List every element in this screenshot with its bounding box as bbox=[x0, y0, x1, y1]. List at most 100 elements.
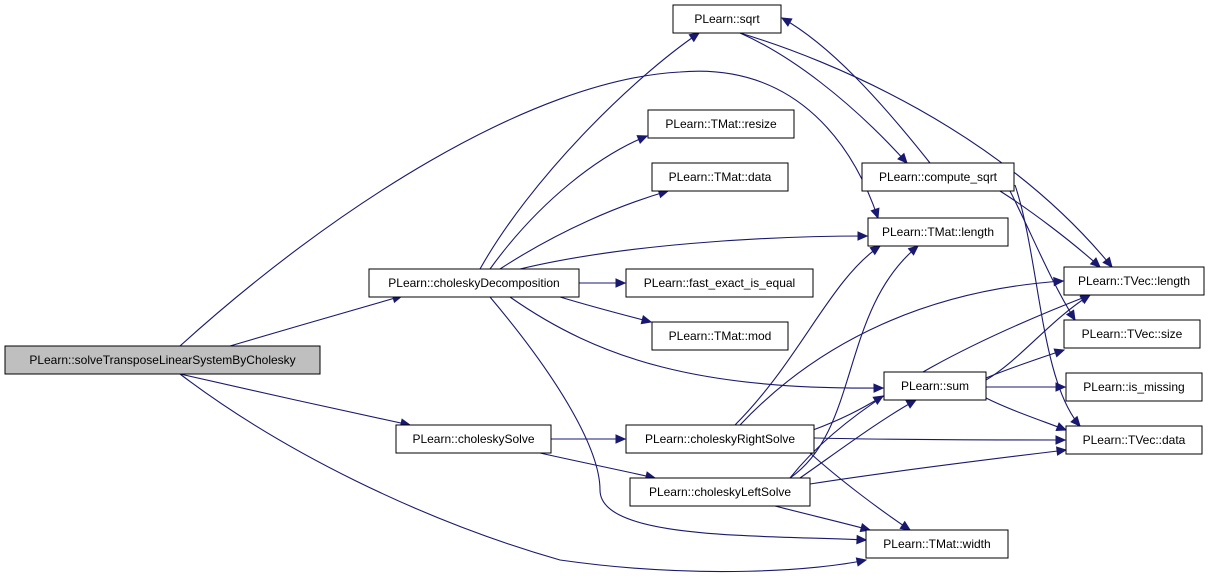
edge-cholesky-decomposition-to-sqrt bbox=[479, 32, 701, 270]
node-box[interactable] bbox=[672, 4, 782, 34]
edge-line bbox=[734, 245, 881, 426]
edge-line bbox=[739, 32, 908, 164]
edge-line bbox=[809, 452, 911, 531]
node-box[interactable] bbox=[629, 477, 811, 507]
edge-sqrt-to-tvec-length bbox=[739, 32, 1113, 268]
node-tmat-mod[interactable]: PLearn::TMat::mod bbox=[651, 321, 789, 351]
node-label: PLearn::choleskySolve bbox=[412, 432, 534, 446]
edge-compute-sqrt-to-sqrt bbox=[780, 17, 931, 164]
node-cholesky-decomposition[interactable]: PLearn::choleskyDecomposition bbox=[368, 268, 580, 298]
node-box[interactable] bbox=[865, 529, 1009, 559]
node-box[interactable] bbox=[861, 162, 1015, 192]
arrowhead-icon bbox=[1089, 257, 1101, 268]
edge-line bbox=[789, 245, 919, 479]
node-box[interactable] bbox=[4, 345, 321, 375]
node-is-missing[interactable]: PLearn::is_missing bbox=[1065, 372, 1203, 402]
node-compute-sqrt[interactable]: PLearn::compute_sqrt bbox=[861, 162, 1015, 192]
edge-cholesky-solve-to-cholesky-right-solve bbox=[551, 434, 627, 444]
edge-line bbox=[999, 190, 1101, 268]
node-box[interactable] bbox=[651, 162, 789, 192]
node-sum[interactable]: PLearn::sum bbox=[883, 371, 987, 401]
node-label: PLearn::sum bbox=[901, 379, 969, 393]
node-cholesky-left-solve[interactable]: PLearn::choleskyLeftSolve bbox=[629, 477, 811, 507]
edge-line bbox=[985, 397, 1067, 431]
node-box[interactable] bbox=[1065, 372, 1203, 402]
edge-cholesky-decomposition-to-tmat-length bbox=[519, 231, 869, 270]
edge-line bbox=[229, 295, 403, 347]
arrowhead-icon bbox=[615, 278, 627, 288]
node-tmat-resize[interactable]: PLearn::TMat::resize bbox=[647, 109, 795, 139]
node-box[interactable] bbox=[625, 424, 815, 454]
arrowhead-icon bbox=[780, 17, 793, 27]
edge-sum-to-tvec-length bbox=[985, 294, 1092, 381]
edge-cholesky-decomposition-to-fast-exact-is-equal bbox=[578, 278, 627, 288]
node-sqrt[interactable]: PLearn::sqrt bbox=[672, 4, 782, 34]
edge-line bbox=[799, 399, 917, 479]
node-label: PLearn::compute_sqrt bbox=[879, 170, 998, 184]
edge-line bbox=[489, 296, 867, 541]
node-root[interactable]: PLearn::solveTransposeLinearSystemByChol… bbox=[4, 345, 321, 375]
node-tvec-data[interactable]: PLearn::TVec::data bbox=[1065, 425, 1203, 455]
edge-cholesky-right-solve-to-tmat-length bbox=[734, 245, 882, 426]
arrowhead-icon bbox=[1065, 309, 1076, 322]
edge-compute-sqrt-to-tvec-size bbox=[1009, 190, 1076, 322]
node-tvec-length[interactable]: PLearn::TVec::length bbox=[1063, 266, 1205, 296]
edge-line bbox=[774, 505, 871, 531]
node-box[interactable] bbox=[1063, 266, 1205, 296]
edge-sum-to-is-missing bbox=[985, 382, 1067, 392]
edge-line bbox=[1009, 190, 1076, 321]
edge-cholesky-decomposition-to-tmat-mod bbox=[559, 296, 653, 325]
node-box[interactable] bbox=[647, 109, 795, 139]
node-tmat-width[interactable]: PLearn::TMat::width bbox=[865, 529, 1009, 559]
edge-sum-to-tvec-data bbox=[985, 397, 1068, 432]
node-label: PLearn::sqrt bbox=[694, 12, 760, 26]
edge-line bbox=[781, 17, 931, 164]
edge-cholesky-decomposition-to-tmat-width bbox=[489, 296, 868, 545]
node-label: PLearn::TVec::length bbox=[1078, 274, 1190, 288]
node-box[interactable] bbox=[395, 424, 552, 454]
node-cholesky-solve[interactable]: PLearn::choleskySolve bbox=[395, 424, 552, 454]
edge-cholesky-left-solve-to-tmat-width bbox=[774, 505, 872, 533]
arrowhead-icon bbox=[1055, 382, 1067, 392]
node-box[interactable] bbox=[1065, 425, 1203, 455]
arrowhead-icon bbox=[870, 207, 880, 220]
node-label: PLearn::choleskyRightSolve bbox=[645, 432, 795, 446]
call-nodes: PLearn::solveTransposeLinearSystemByChol… bbox=[4, 4, 1205, 559]
edge-cholesky-decomposition-to-tmat-resize bbox=[489, 135, 649, 270]
arrowhead-icon bbox=[1070, 415, 1081, 427]
node-label: PLearn::TMat::length bbox=[882, 225, 994, 239]
edge-root-to-cholesky-solve bbox=[179, 373, 412, 428]
edge-root-to-cholesky-decomposition bbox=[229, 293, 404, 347]
arrowhead-icon bbox=[869, 245, 882, 256]
node-box[interactable] bbox=[368, 268, 580, 298]
edge-cholesky-left-solve-to-tvec-data bbox=[809, 446, 1068, 485]
edge-cholesky-left-solve-to-tmat-length bbox=[789, 245, 919, 479]
node-box[interactable] bbox=[625, 268, 814, 298]
edge-cholesky-decomposition-to-sum bbox=[509, 296, 885, 393]
arrowhead-icon bbox=[1102, 256, 1113, 268]
node-fast-exact-is-equal[interactable]: PLearn::fast_exact_is_equal bbox=[625, 268, 814, 298]
edge-line bbox=[179, 70, 879, 347]
edge-line bbox=[739, 32, 1113, 268]
edge-root-to-tmat-length bbox=[179, 70, 880, 347]
arrowhead-icon bbox=[905, 399, 918, 409]
node-box[interactable] bbox=[883, 371, 987, 401]
edge-sqrt-to-compute-sqrt bbox=[739, 32, 908, 164]
node-cholesky-right-solve[interactable]: PLearn::choleskyRightSolve bbox=[625, 424, 815, 454]
node-box[interactable] bbox=[867, 217, 1009, 247]
node-tmat-length[interactable]: PLearn::TMat::length bbox=[867, 217, 1009, 247]
arrowhead-icon bbox=[640, 315, 653, 325]
edge-line bbox=[1014, 184, 1081, 427]
edge-line bbox=[479, 32, 700, 270]
node-box[interactable] bbox=[1063, 319, 1201, 349]
node-tvec-size[interactable]: PLearn::TVec::size bbox=[1063, 319, 1201, 349]
edge-sum-to-tvec-size bbox=[985, 348, 1066, 379]
edge-line bbox=[539, 452, 656, 479]
edge-root-to-tmat-width bbox=[179, 373, 868, 573]
node-box[interactable] bbox=[651, 321, 789, 351]
arrowhead-icon bbox=[1079, 294, 1092, 305]
node-tmat-data[interactable]: PLearn::TMat::data bbox=[651, 162, 789, 192]
node-label: PLearn::choleskyDecomposition bbox=[388, 276, 559, 290]
edge-line bbox=[179, 373, 867, 573]
